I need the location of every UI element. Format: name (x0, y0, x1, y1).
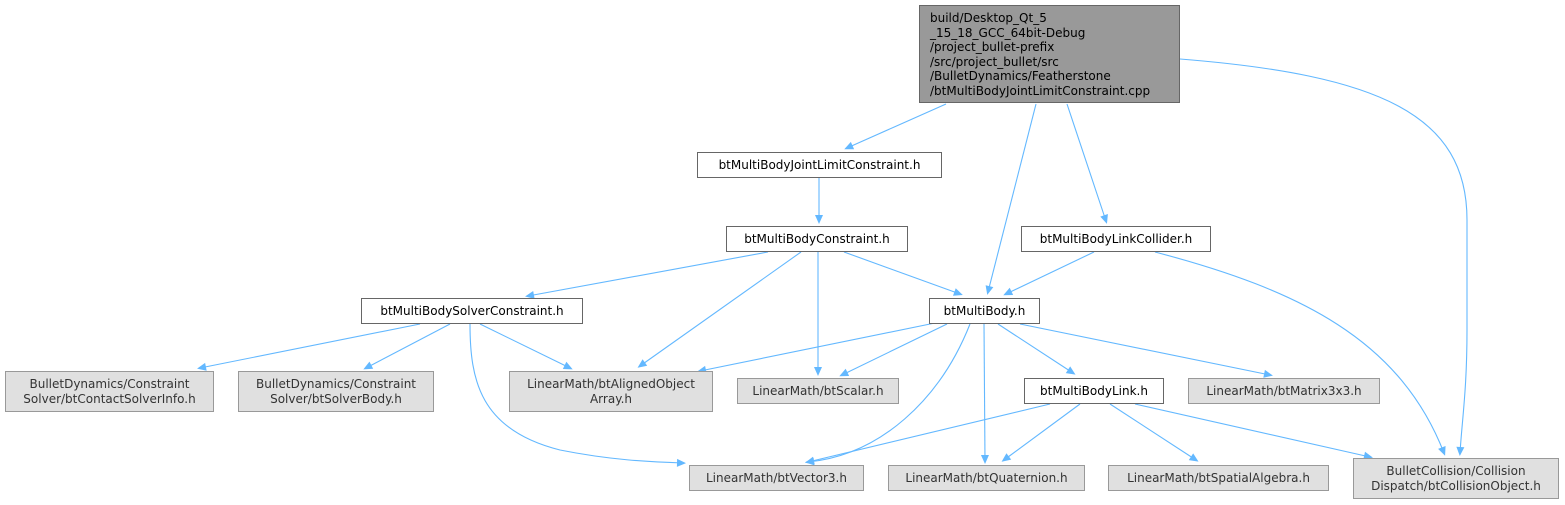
edge-constraint-to-alignedarray (639, 251, 802, 367)
arrowhead-solverconstraint-to-alignedarray (562, 361, 573, 370)
edge-constraint-to-multibody (843, 251, 961, 295)
node-multibody-constraint-h[interactable]: btMultiBodyConstraint.h (726, 226, 908, 252)
edge-solverconstraint-to-contactsolverinfo (199, 323, 421, 369)
node-solver-body-h: BulletDynamics/Constraint Solver/btSolve… (238, 371, 434, 412)
node-collision-object-h: BulletCollision/Collision Dispatch/btCol… (1353, 458, 1559, 499)
arrowhead-multibody-to-multibodylink (1065, 366, 1076, 375)
arrowhead-multibody-to-quaternion (980, 454, 989, 464)
edge-linkcollider-to-collisionobject (1154, 251, 1445, 454)
node-matrix3x3-h: LinearMath/btMatrix3x3.h (1188, 378, 1380, 404)
edge-multibodylink-to-quaternion (1003, 403, 1081, 461)
arrowhead-constraint-to-multibody (952, 288, 963, 296)
node-scalar-h: LinearMath/btScalar.h (737, 378, 899, 404)
arrowhead-linkcollider-to-collisionobject (1438, 445, 1446, 456)
edge-multibodylink-to-collisionobject (1134, 403, 1371, 458)
arrowhead-multibodylink-to-spatialalgebra (1188, 453, 1199, 462)
edge-root-to-collisionobject (1179, 58, 1468, 454)
edge-constraint-to-solverconstraint (527, 251, 769, 297)
edge-multibody-to-multibodylink (997, 323, 1074, 374)
arrowhead-root-to-multibody (985, 285, 994, 295)
edge-multibody-to-quaternion (983, 323, 986, 462)
arrowhead-constraint-to-scalar (814, 367, 822, 376)
edge-multibody-to-vector3 (807, 323, 971, 463)
node-aligned-object-array-h: LinearMath/btAlignedObject Array.h (509, 371, 713, 412)
arrowhead-solverconstraint-to-vector3 (676, 458, 686, 467)
edge-multibodylink-to-vector3 (807, 403, 1051, 463)
node-spatial-algebra-h: LinearMath/btSpatialAlgebra.h (1108, 465, 1329, 491)
arrowhead-multibodylink-to-vector3 (805, 456, 815, 465)
edge-multibodylink-to-spatialalgebra (1109, 403, 1197, 461)
edge-multibody-to-matrix3x3 (1019, 323, 1271, 376)
arrowhead-root-to-jlc (844, 141, 855, 150)
arrowhead-multibodylink-to-collisionobject (1363, 451, 1373, 460)
node-contact-solver-info-h: BulletDynamics/Constraint Solver/btConta… (5, 371, 214, 412)
arrowhead-root-to-collisionobject (1456, 446, 1465, 456)
node-link-collider-h[interactable]: btMultiBodyLinkCollider.h (1021, 226, 1211, 252)
arrowhead-solverconstraint-to-contactsolverinfo (197, 362, 207, 371)
edge-multibody-to-alignedarray (699, 322, 936, 372)
edge-solverconstraint-to-alignedarray (479, 323, 571, 369)
edge-multibody-to-scalar (841, 323, 948, 376)
arrowhead-jlc-to-constraint (815, 215, 823, 224)
edge-solverconstraint-to-vector3 (469, 323, 684, 464)
arrowhead-multibody-to-matrix3x3 (1263, 369, 1273, 378)
arrowhead-multibodylink-to-quaternion (1001, 453, 1012, 462)
node-root-cpp[interactable]: build/Desktop_Qt_5 _15_18_GCC_64bit-Debu… (919, 5, 1180, 103)
edge-root-to-multibody (987, 103, 1037, 293)
arrowhead-linkcollider-to-multibody (1003, 287, 1014, 296)
node-solver-constraint-h[interactable]: btMultiBodySolverConstraint.h (361, 298, 583, 324)
arrowhead-root-to-linkcollider (1100, 214, 1108, 224)
node-multibody-h[interactable]: btMultiBody.h (929, 298, 1040, 324)
arrowhead-constraint-to-alignedarray (637, 359, 648, 368)
node-quaternion-h: LinearMath/btQuaternion.h (888, 465, 1085, 491)
edge-solverconstraint-to-solverbody (365, 323, 451, 369)
arrowhead-multibody-to-scalar (839, 368, 850, 377)
edge-root-to-jlc (846, 103, 947, 149)
edge-linkcollider-to-multibody (1005, 251, 1095, 295)
arrowhead-constraint-to-solverconstraint (525, 290, 535, 299)
node-joint-limit-constraint-h[interactable]: btMultiBodyJointLimitConstraint.h (697, 152, 942, 178)
node-multibody-link-h[interactable]: btMultiBodyLink.h (1024, 378, 1164, 404)
edge-root-to-linkcollider (1066, 103, 1107, 222)
node-vector3-h: LinearMath/btVector3.h (689, 465, 864, 491)
arrowhead-solverconstraint-to-solverbody (363, 361, 374, 370)
